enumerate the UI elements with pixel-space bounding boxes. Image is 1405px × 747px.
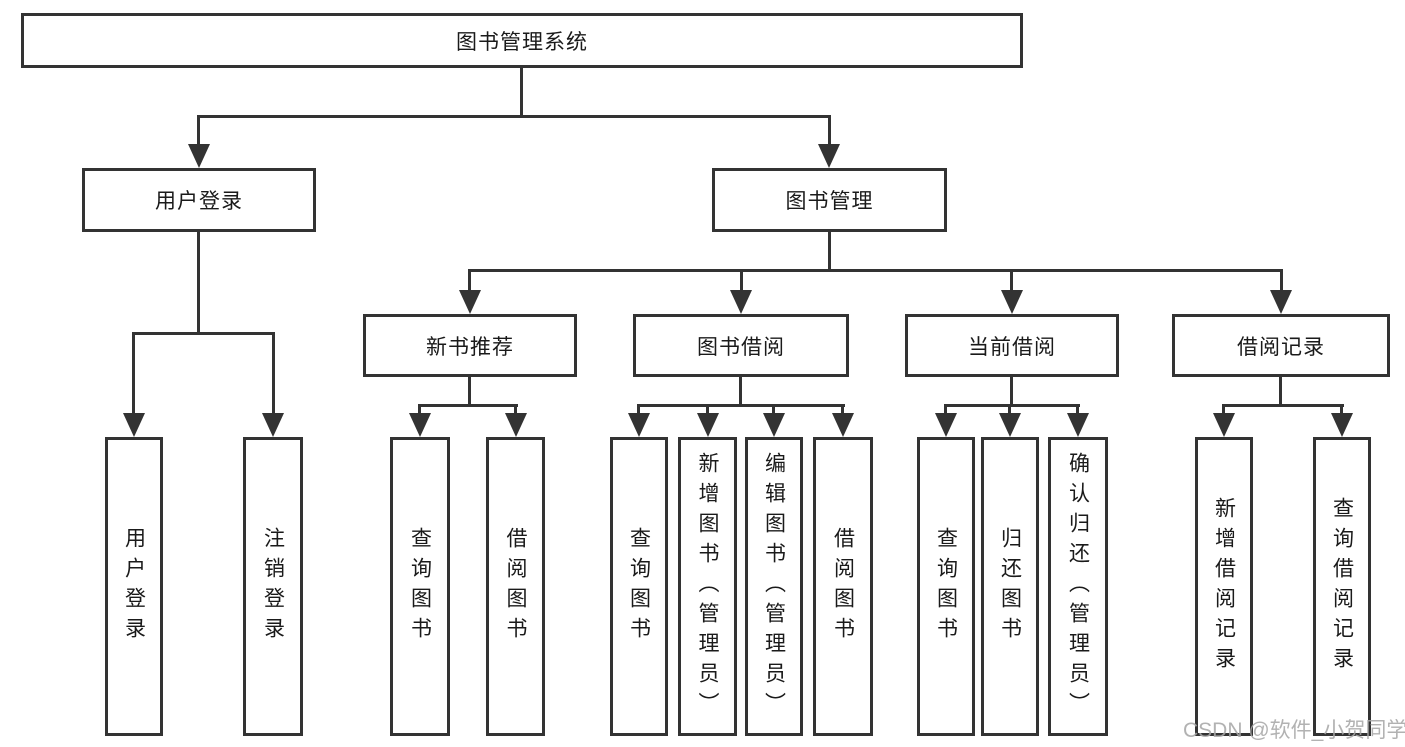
connector-line xyxy=(520,66,523,117)
connector-line xyxy=(1008,404,1011,416)
connector-line xyxy=(772,404,775,416)
connector-line xyxy=(638,404,845,407)
connector-line xyxy=(740,269,743,294)
connector-line xyxy=(468,375,471,407)
connector-line xyxy=(1010,269,1013,294)
node-book-management: 图书管理 xyxy=(712,168,947,232)
arrow-down-icon xyxy=(628,413,650,437)
connector-line xyxy=(197,115,200,147)
arrow-down-icon xyxy=(459,290,481,314)
arrow-down-icon xyxy=(1001,290,1023,314)
leaf-confirm-return-admin-label: 确认归还（管理员） xyxy=(1066,451,1090,722)
node-new-book-recommend: 新书推荐 xyxy=(363,314,577,377)
arrow-down-icon xyxy=(505,413,527,437)
leaf-edit-book-admin: 编辑图书（管理员） xyxy=(745,437,803,736)
node-root-label: 图书管理系统 xyxy=(456,30,588,54)
arrow-down-icon xyxy=(262,413,284,437)
leaf-add-book-admin: 新增图书（管理员） xyxy=(678,437,737,736)
connector-line xyxy=(1222,404,1225,416)
leaf-user-login-label: 用户登录 xyxy=(122,526,146,647)
node-current-borrow: 当前借阅 xyxy=(905,314,1119,377)
connector-line xyxy=(1280,269,1283,294)
connector-line xyxy=(418,404,421,416)
arrow-down-icon xyxy=(697,413,719,437)
connector-line xyxy=(828,115,831,147)
leaf-confirm-return-admin: 确认归还（管理员） xyxy=(1048,437,1108,736)
connector-line xyxy=(1076,404,1079,416)
node-borrow-records: 借阅记录 xyxy=(1172,314,1390,377)
node-book-management-label: 图书管理 xyxy=(785,190,874,213)
leaf-add-borrow-record-label: 新增借阅记录 xyxy=(1212,496,1236,677)
leaf-add-book-admin-label: 新增图书（管理员） xyxy=(696,451,719,722)
leaf-borrow-books-2: 借阅图书 xyxy=(813,437,873,736)
arrow-down-icon xyxy=(935,413,957,437)
arrow-down-icon xyxy=(188,144,210,168)
leaf-query-books-borrow-label: 查询图书 xyxy=(627,526,651,647)
leaf-query-books-recommend: 查询图书 xyxy=(390,437,450,736)
leaf-query-books-borrow: 查询图书 xyxy=(610,437,668,736)
node-user-login: 用户登录 xyxy=(82,168,316,232)
connector-line xyxy=(706,404,709,416)
leaf-borrow-books-2-label: 借阅图书 xyxy=(831,526,855,647)
node-borrow-records-label: 借阅记录 xyxy=(1237,335,1325,359)
leaf-add-borrow-record: 新增借阅记录 xyxy=(1195,437,1253,736)
node-book-borrow-label: 图书借阅 xyxy=(697,335,785,359)
connector-line xyxy=(828,230,831,272)
arrow-down-icon xyxy=(409,413,431,437)
connector-line xyxy=(514,404,517,416)
arrow-down-icon xyxy=(832,413,854,437)
connector-line xyxy=(1223,404,1344,407)
connector-line xyxy=(637,404,640,416)
leaf-return-book: 归还图书 xyxy=(981,437,1039,736)
leaf-borrow-books-recommend-label: 借阅图书 xyxy=(504,526,527,647)
leaf-query-books-current: 查询图书 xyxy=(917,437,975,736)
leaf-return-book-label: 归还图书 xyxy=(998,526,1022,647)
connector-line xyxy=(468,269,471,294)
node-book-borrow: 图书借阅 xyxy=(633,314,849,377)
connector-line xyxy=(419,404,518,407)
node-current-borrow-label: 当前借阅 xyxy=(968,335,1056,359)
arrow-down-icon xyxy=(1067,413,1089,437)
arrow-down-icon xyxy=(999,413,1021,437)
connector-line xyxy=(739,375,742,407)
leaf-edit-book-admin-label: 编辑图书（管理员） xyxy=(762,451,786,722)
connector-line xyxy=(272,332,275,417)
connector-line xyxy=(1340,404,1343,416)
leaf-logout-label: 注销登录 xyxy=(261,526,285,647)
connector-line xyxy=(1010,375,1013,407)
arrow-down-icon xyxy=(1331,413,1353,437)
connector-line xyxy=(132,332,275,335)
arrow-down-icon xyxy=(1213,413,1235,437)
connector-line xyxy=(944,404,947,416)
leaf-query-books-recommend-label: 查询图书 xyxy=(408,526,432,647)
node-user-login-label: 用户登录 xyxy=(155,190,243,213)
connector-line xyxy=(1279,375,1282,407)
arrow-down-icon xyxy=(763,413,785,437)
node-new-book-recommend-label: 新书推荐 xyxy=(426,335,514,359)
connector-line xyxy=(197,230,200,335)
arrow-down-icon xyxy=(123,413,145,437)
connector-line xyxy=(468,269,1283,272)
csdn-watermark: CSDN @软件_小贺同学 xyxy=(1183,719,1405,742)
arrow-down-icon xyxy=(1270,290,1292,314)
leaf-query-books-current-label: 查询图书 xyxy=(934,526,958,647)
leaf-borrow-books-recommend: 借阅图书 xyxy=(486,437,545,736)
leaf-query-borrow-record-label: 查询借阅记录 xyxy=(1330,496,1354,677)
leaf-user-login: 用户登录 xyxy=(105,437,163,736)
arrow-down-icon xyxy=(730,290,752,314)
connector-line xyxy=(197,115,831,118)
arrow-down-icon xyxy=(818,144,840,168)
connector-line xyxy=(841,404,844,416)
connector-line xyxy=(132,332,135,417)
leaf-query-borrow-record: 查询借阅记录 xyxy=(1313,437,1371,736)
leaf-logout: 注销登录 xyxy=(243,437,303,736)
connector-line xyxy=(945,404,1080,407)
node-root: 图书管理系统 xyxy=(21,13,1023,68)
